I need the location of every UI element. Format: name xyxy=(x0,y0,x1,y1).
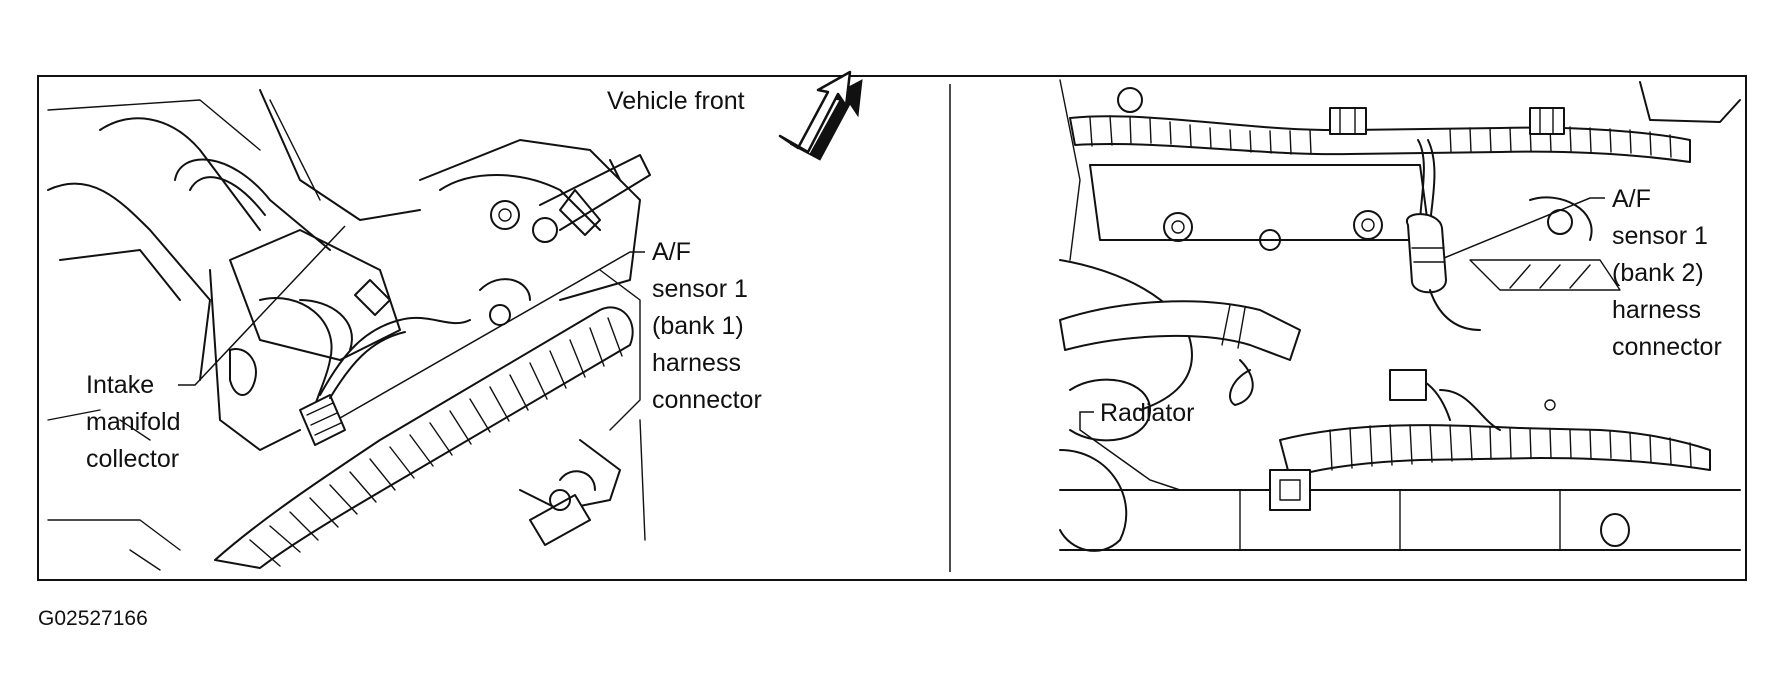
vehicle-front-label: Vehicle front xyxy=(607,87,745,115)
af-sensor-bank1-label-line: A/F xyxy=(652,238,691,266)
af-sensor-bank2-leader xyxy=(1443,197,1605,259)
radiator-leader xyxy=(1079,411,1181,491)
af-sensor-bank1-label-line: harness xyxy=(652,349,741,377)
af-sensor-bank2-label-line: sensor 1 xyxy=(1612,222,1708,250)
af-sensor-bank2-label-line: connector xyxy=(1612,333,1722,361)
af-sensor-bank1-label-line: sensor 1 xyxy=(652,275,748,303)
intake-manifold-collector-label: Intake manifold collector xyxy=(86,371,181,473)
figure-id: G02527166 xyxy=(38,607,148,630)
af-sensor-bank2-label-line: A/F xyxy=(1612,185,1651,213)
right-panel-illustration xyxy=(1059,79,1741,581)
radiator-label: Radiator xyxy=(1100,399,1195,427)
diagram-frame xyxy=(37,75,1747,581)
vehicle-front-arrow-icon xyxy=(778,70,863,161)
af-sensor-bank2-label: A/F sensor 1 (bank 2) harness connector xyxy=(1612,185,1722,361)
af-sensor-bank1-leader xyxy=(339,251,645,419)
intake-label-line: manifold xyxy=(86,408,181,436)
left-panel-illustration xyxy=(47,89,651,571)
intake-manifold-leader xyxy=(178,225,346,386)
af-sensor-bank1-label-line: connector xyxy=(652,386,762,414)
af-sensor-bank1-label: A/F sensor 1 (bank 1) harness connector xyxy=(652,238,762,414)
af-sensor-bank2-label-line: (bank 2) xyxy=(1612,259,1704,287)
af-sensor-bank2-label-line: harness xyxy=(1612,296,1701,324)
intake-label-line: Intake xyxy=(86,371,154,399)
af-sensor-bank1-label-line: (bank 1) xyxy=(652,312,744,340)
intake-label-line: collector xyxy=(86,445,179,473)
